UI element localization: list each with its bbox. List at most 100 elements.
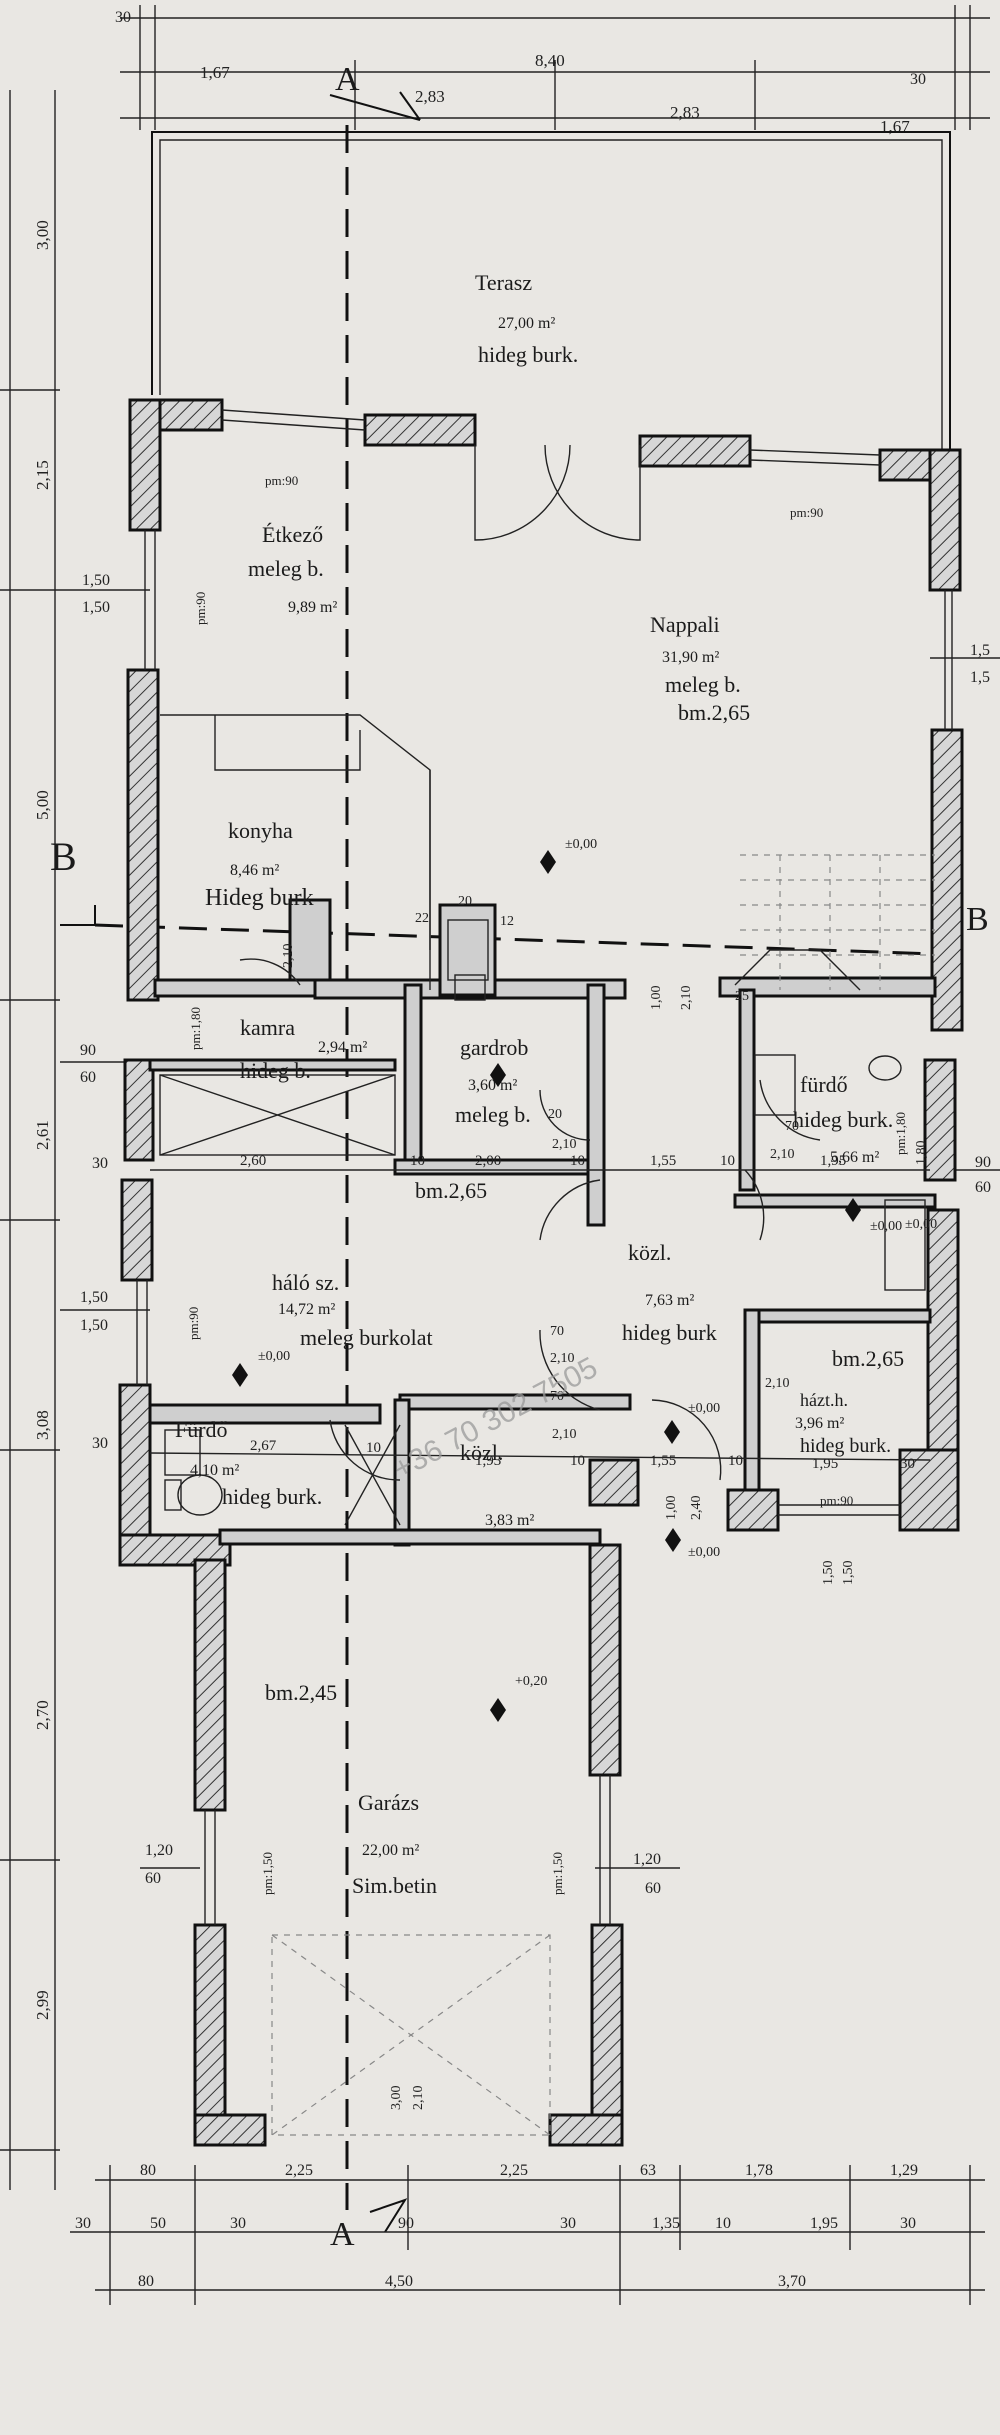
door-dim-9: 2,10 bbox=[552, 1427, 577, 1442]
bottom-row1-1: 80 bbox=[140, 2162, 156, 2179]
room-terasz-name: Terasz bbox=[475, 270, 532, 295]
room-haztb-finish: hideg burk. bbox=[800, 1435, 891, 1457]
win-dim-2: 1,00 bbox=[649, 986, 664, 1011]
win-dim-8: 1,50 bbox=[841, 1561, 856, 1586]
parapet-7: pm:1,50 bbox=[550, 1852, 565, 1895]
section-mark-b-left: B bbox=[50, 834, 77, 879]
left-pair-2b: 60 bbox=[80, 1069, 96, 1086]
level-marker-2: ±0,00 bbox=[232, 1349, 290, 1387]
right-pair-3a: 1,20 bbox=[633, 1851, 661, 1868]
stair-dim-3: 12 bbox=[500, 914, 514, 929]
furdo-dim-7: 1,95 bbox=[812, 1456, 838, 1472]
win-dim-1: 2,10 bbox=[281, 944, 296, 969]
left-pair-1b: 1,50 bbox=[82, 599, 110, 616]
win-dim-7: 1,50 bbox=[821, 1561, 836, 1586]
parapet-2: pm:90 bbox=[790, 505, 823, 520]
furdo-dim-1: 2,67 bbox=[250, 1438, 277, 1454]
left-pair-3: 30 bbox=[92, 1155, 108, 1172]
bottom-row2-8: 1,95 bbox=[810, 2215, 838, 2232]
right-pair-2b: 60 bbox=[975, 1179, 991, 1196]
bottom-row2-7: 10 bbox=[715, 2215, 731, 2232]
room-furdo-l-area: 4,10 m² bbox=[190, 1462, 239, 1479]
win-dim-4: 1,00 bbox=[664, 1496, 679, 1521]
level-marker-7: +0,20 bbox=[490, 1674, 547, 1722]
door-dim-7: 2,10 bbox=[765, 1376, 790, 1391]
room-garazs-finish: Sim.betin bbox=[352, 1873, 437, 1898]
room-halo-finish: meleg burkolat bbox=[300, 1325, 433, 1350]
bottom-row2-4: 90 bbox=[398, 2215, 414, 2232]
parapet-4: pm:1,80 bbox=[188, 1007, 203, 1050]
halo-dim-1: 2,60 bbox=[240, 1153, 266, 1169]
room-kamra-finish: hideg b. bbox=[240, 1058, 311, 1083]
furdo-dim-3: 1,93 bbox=[475, 1453, 501, 1469]
bottom-row2-3: 30 bbox=[230, 2215, 246, 2232]
level-5-text: ±0,00 bbox=[688, 1545, 720, 1560]
room-furdo-r-finish: hideg burk. bbox=[793, 1107, 893, 1132]
top-dim-4: 1,67 bbox=[880, 117, 910, 136]
windows bbox=[136, 409, 953, 1925]
left-dim-1: 3,00 bbox=[33, 220, 52, 250]
exterior-walls bbox=[118, 398, 964, 2147]
room-kozl1-finish: hideg burk bbox=[622, 1320, 717, 1345]
room-terasz-finish: hideg burk. bbox=[478, 342, 578, 367]
room-furdo-r-name: fürdő bbox=[800, 1072, 848, 1097]
room-haztb-name: házt.h. bbox=[800, 1390, 848, 1410]
left-dimensions: 3,00 2,15 5,00 2,61 3,08 2,70 2,99 1,50 … bbox=[0, 90, 200, 2190]
stair-dim-2: 20 bbox=[458, 894, 472, 909]
left-pair-2a: 90 bbox=[80, 1042, 96, 1059]
win-dim-5: 2,40 bbox=[689, 1496, 704, 1521]
doors bbox=[239, 444, 821, 1481]
room-garazs-height: bm.2,45 bbox=[265, 1680, 337, 1705]
parapet-3: pm:90 bbox=[193, 592, 208, 625]
bottom-row1-5: 1,78 bbox=[745, 2162, 773, 2179]
level-marker-1: ±0,00 bbox=[540, 837, 597, 874]
room-labels: Terasz 27,00 m² hideg burk. Étkező meleg… bbox=[175, 270, 904, 1898]
room-nappali-finish: meleg b. bbox=[665, 672, 741, 697]
left-pair-6a: 1,20 bbox=[145, 1842, 173, 1859]
room-garazs-name: Garázs bbox=[358, 1790, 419, 1815]
left-dim-6: 2,70 bbox=[33, 1700, 52, 1730]
left-pair-1a: 1,50 bbox=[82, 572, 110, 589]
door-dim-4: 2,10 bbox=[770, 1147, 795, 1162]
room-gardrob-name: gardrob bbox=[460, 1035, 528, 1060]
stair-dim-4: 22 bbox=[415, 911, 429, 926]
bottom-row2-5: 30 bbox=[560, 2215, 576, 2232]
bottom-row2-2: 50 bbox=[150, 2215, 166, 2232]
room-kozl1-area: 7,63 m² bbox=[645, 1292, 694, 1309]
furdo-dim-6: 10 bbox=[728, 1453, 743, 1469]
halo-dim-4: 10 bbox=[570, 1153, 585, 1169]
parapet-9: pm:1,80 bbox=[893, 1112, 908, 1155]
bottom-row1-2: 2,25 bbox=[285, 2162, 313, 2179]
win-dim-6: 1,80 bbox=[914, 1141, 929, 1166]
top-dim-3: 2,83 bbox=[670, 103, 700, 122]
door-dim-3: 70 bbox=[785, 1119, 799, 1134]
room-halo-area: 14,72 m² bbox=[278, 1301, 335, 1318]
right-pair-3b: 60 bbox=[645, 1880, 661, 1897]
bottom-row3-1: 80 bbox=[138, 2273, 154, 2290]
level-marker-4: ±0,00 bbox=[664, 1401, 720, 1444]
parapet-6: pm:1,50 bbox=[260, 1852, 275, 1895]
level-4-text: ±0,00 bbox=[688, 1401, 720, 1416]
door-dim-2: 2,10 bbox=[552, 1137, 577, 1152]
level-7-text: +0,20 bbox=[515, 1674, 547, 1689]
bottom-row2-1: 30 bbox=[75, 2215, 91, 2232]
right-pair-1a: 1,5 bbox=[970, 642, 990, 659]
halo-height: bm.2,65 bbox=[415, 1178, 487, 1203]
left-dim-5: 3,08 bbox=[33, 1410, 52, 1440]
room-konyha-name: konyha bbox=[228, 818, 293, 843]
room-haztb-area: 3,96 m² bbox=[795, 1415, 844, 1432]
section-line-a: A A bbox=[329, 61, 421, 2253]
room-kozl1-name: közl. bbox=[628, 1240, 671, 1265]
level-2-text: ±0,00 bbox=[258, 1349, 290, 1364]
left-pair-4a: 1,50 bbox=[80, 1289, 108, 1306]
bottom-row1-4: 63 bbox=[640, 2162, 656, 2179]
left-dim-7: 2,99 bbox=[33, 1990, 52, 2020]
room-etkezo-area: 9,89 m² bbox=[288, 599, 337, 616]
top-dim-30-right: 30 bbox=[910, 71, 926, 88]
room-kozl2-area: 3,83 m² bbox=[485, 1512, 534, 1529]
top-dim-1: 1,67 bbox=[200, 63, 230, 82]
room-furdo-r-area: 5,66 m² bbox=[830, 1149, 879, 1166]
parapet-8: pm:90 bbox=[820, 1493, 853, 1508]
room-etkezo-finish: meleg b. bbox=[248, 556, 324, 581]
